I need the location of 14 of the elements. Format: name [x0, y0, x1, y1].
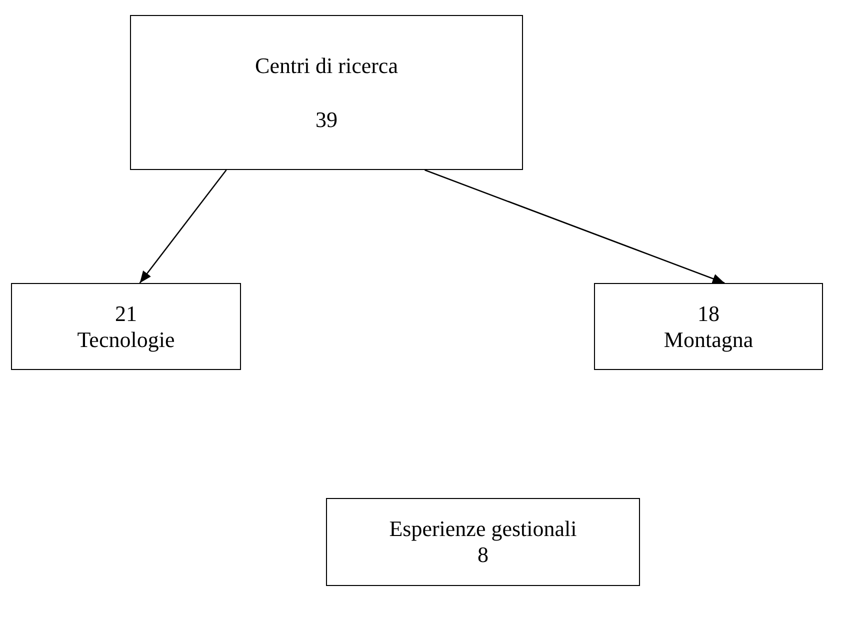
- text-box: [11, 283, 241, 370]
- text-box: [594, 283, 823, 370]
- box-text: 8: [478, 542, 488, 568]
- arrow: [139, 170, 227, 284]
- box-text: Montagna: [664, 326, 754, 352]
- text-box: [130, 15, 523, 170]
- arrow: [424, 169, 725, 284]
- text-box: [326, 498, 640, 586]
- box-text: 18: [698, 300, 720, 326]
- box-text: Centri di ricerca: [255, 52, 398, 78]
- box-text: Esperienze gestionali: [389, 516, 577, 542]
- box-text: Tecnologie: [77, 326, 175, 352]
- box-text: 21: [115, 300, 137, 326]
- box-text: 39: [316, 106, 338, 132]
